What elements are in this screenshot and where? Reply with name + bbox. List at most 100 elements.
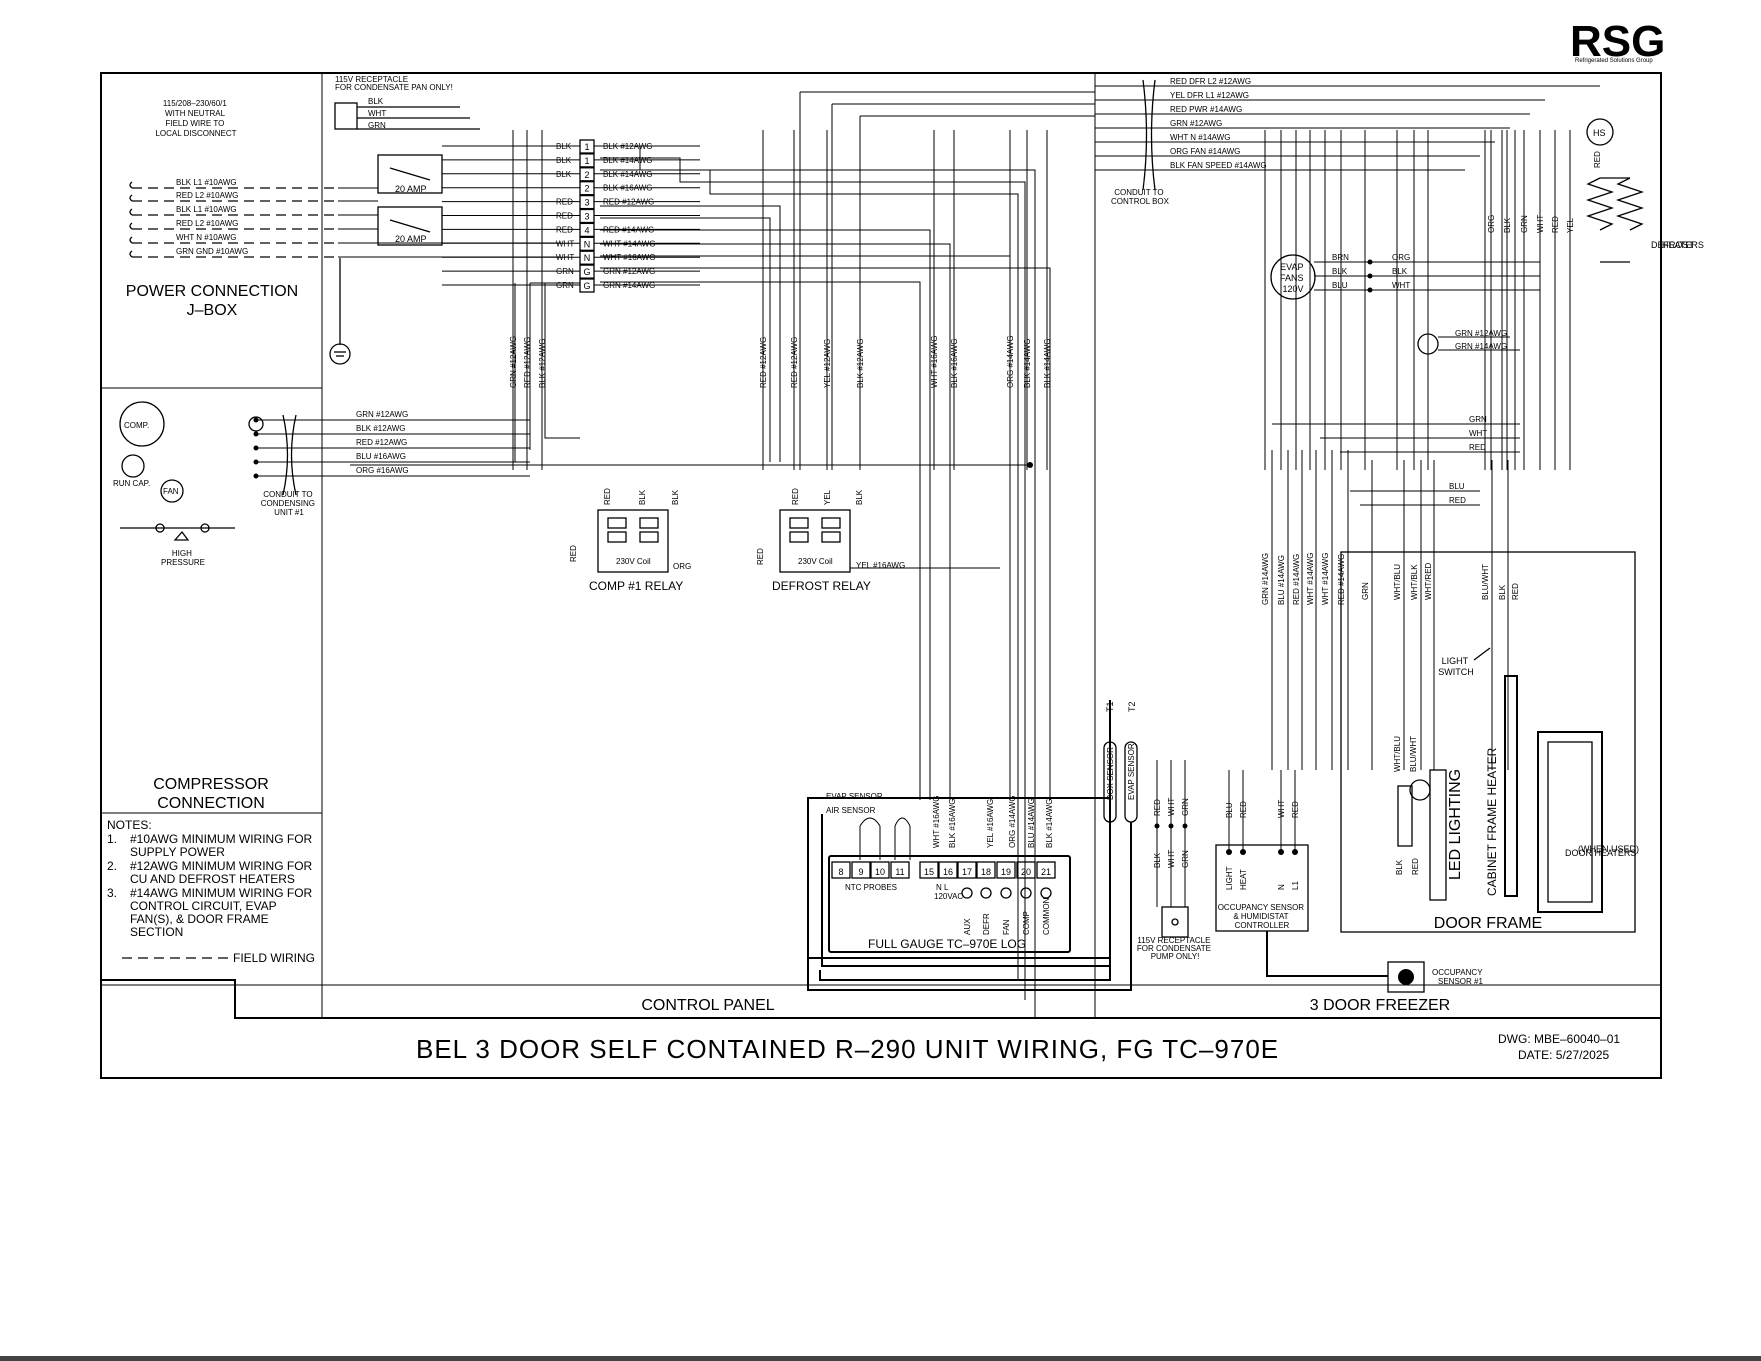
bus-wire-label: RED: [1469, 443, 1486, 452]
high-pressure-switch-icon: [173, 530, 190, 541]
occ-terminal-label: N: [1277, 884, 1286, 890]
rec-wire-node: [1182, 823, 1188, 829]
controller-wire-label: BLK #14AWG: [1045, 798, 1054, 848]
note-3: 3.#14AWG MINIMUM WIRING FOR CONTROL CIRC…: [107, 886, 316, 939]
cu-wire-node: [253, 473, 259, 479]
controller-wire-label: ORG #14AWG: [1008, 795, 1017, 848]
bus-wire-label: WHT: [1469, 429, 1487, 438]
controller-terminal: [938, 861, 958, 879]
controller-output-icon: [1040, 887, 1052, 899]
defrost-relay-label: DEFROST RELAY: [772, 579, 871, 593]
heater-wire-red: RED: [1593, 151, 1602, 168]
supply-wire-end: [129, 208, 133, 216]
rec-wire-grn: GRN: [368, 121, 386, 130]
supply-wire-label: WHT N #10AWG: [176, 233, 236, 242]
compressor-icon: [119, 401, 165, 447]
comp-relay-wire: BLK: [671, 489, 680, 505]
note-2: 2.#12AWG MINIMUM WIRING FOR CU AND DEFRO…: [107, 859, 316, 886]
controller-terminal-number: 15: [924, 867, 934, 877]
pump-receptacle: [1161, 906, 1189, 938]
conduit-wire-label: ORG FAN #14AWG: [1170, 147, 1240, 156]
controller-terminal-number: 8: [838, 867, 843, 877]
led-wire-label: BLU/WHT: [1409, 736, 1418, 772]
nl-label: N L: [936, 883, 949, 892]
supply-wire-end: [129, 181, 133, 189]
defrost-heater-2-icon: [1615, 177, 1645, 231]
controller-terminal: [919, 861, 939, 879]
terminal-number: G: [583, 267, 590, 277]
controller-terminal-number: 9: [858, 867, 863, 877]
logo-text: RSG: [1570, 17, 1665, 66]
terminal-number: N: [584, 253, 591, 263]
terminal-number: 3: [584, 198, 589, 208]
wire-label: BLU #14AWG: [1277, 555, 1286, 605]
terminal-number: 4: [584, 225, 589, 235]
led-wire-label: WHT/BLU: [1393, 736, 1402, 772]
controller-terminal: [831, 861, 851, 879]
comp-relay-label: COMP #1 RELAY: [589, 579, 683, 593]
evap-left-label: BRN: [1332, 253, 1349, 262]
run-capacitor-icon: [121, 454, 145, 478]
terminal-number: 2: [584, 184, 589, 194]
terminal-number: 3: [584, 212, 589, 222]
defrost-relay-side: RED: [756, 548, 765, 565]
door-frame-label: DOOR FRAME: [1434, 915, 1542, 932]
controller-output-icon: [1020, 887, 1032, 899]
controller-terminal-number: 17: [962, 867, 972, 877]
conduit-wire-label: BLK FAN SPEED #14AWG: [1170, 161, 1267, 170]
supply-wire-end: [129, 222, 133, 230]
defrost-relay-wire: BLK: [855, 489, 864, 505]
defrost-relay-wire: YEL: [823, 489, 832, 505]
evap-left-label: BLU: [1332, 281, 1348, 290]
controller-terminal: [976, 861, 996, 879]
controller-terminal-number: 20: [1021, 867, 1031, 877]
controller-terminal: [1016, 861, 1036, 879]
comp-relay-side-red: RED: [569, 545, 578, 562]
wire-label: WHT/BLK: [1410, 564, 1419, 600]
defrost-relay-wire: RED: [791, 488, 800, 505]
cu-wire-node: [253, 417, 259, 423]
controller-terminal: [996, 861, 1016, 879]
freezer-section: CONDUIT TO CONTROL BOX RED DFR L2 #12AWG…: [807, 77, 1704, 993]
controller-name: FULL GAUGE TC–970E LOG: [868, 937, 1026, 951]
bus-wire-label: GRN: [1469, 415, 1487, 424]
supply-wire-label: RED L2 #10AWG: [176, 219, 238, 228]
evap-node: [1367, 273, 1373, 279]
controller-wire-label: BLU #14AWG: [1027, 798, 1036, 848]
wire-label: WHT/RED: [1424, 562, 1433, 600]
door-heaters-label: DOOR HEATERS (WHEN USED): [1565, 844, 1639, 858]
led-lighting-label: LED LIGHTING: [1447, 769, 1464, 880]
terminal-number: 1: [584, 156, 589, 166]
wire-label: BLU/WHT: [1481, 564, 1490, 600]
comp-relay-wire: BLK: [638, 489, 647, 505]
power-connection-title: POWER CONNECTION: [126, 283, 298, 300]
evap-right-label: WHT: [1392, 281, 1410, 290]
wire-label: BLK: [1498, 584, 1507, 600]
controller-wire-label: YEL #16AWG: [986, 799, 995, 848]
breaker-1-label: 20 AMP: [395, 184, 427, 194]
controller-terminal: [1036, 861, 1056, 879]
drawing-date: DATE: 5/27/2025: [1518, 1048, 1609, 1062]
controller-terminal-number: 10: [875, 867, 885, 877]
fan-icon: [160, 479, 184, 503]
evap-left-label: BLK: [1332, 267, 1348, 276]
bus-wire-label: BLU: [1449, 482, 1465, 491]
controller-terminal: [957, 861, 977, 879]
hs-icon: [1586, 118, 1614, 146]
logo-subtitle: Refrigerated Solutions Group: [1575, 58, 1653, 64]
controller-terminal-number: 18: [981, 867, 991, 877]
controller-output-label: FAN: [1002, 919, 1011, 935]
supply-wire-label: BLK L1 #10AWG: [176, 178, 237, 187]
compressor-connection-subtitle: CONNECTION: [157, 795, 265, 812]
power-connection-section: 115/208–230/60/1 WITH NEUTRAL FIELD WIRE…: [126, 75, 560, 365]
led-strip-icon: [1429, 769, 1447, 901]
led-wire-label: BLK: [1395, 859, 1404, 875]
freezer-label: 3 DOOR FREEZER: [1310, 997, 1450, 1014]
